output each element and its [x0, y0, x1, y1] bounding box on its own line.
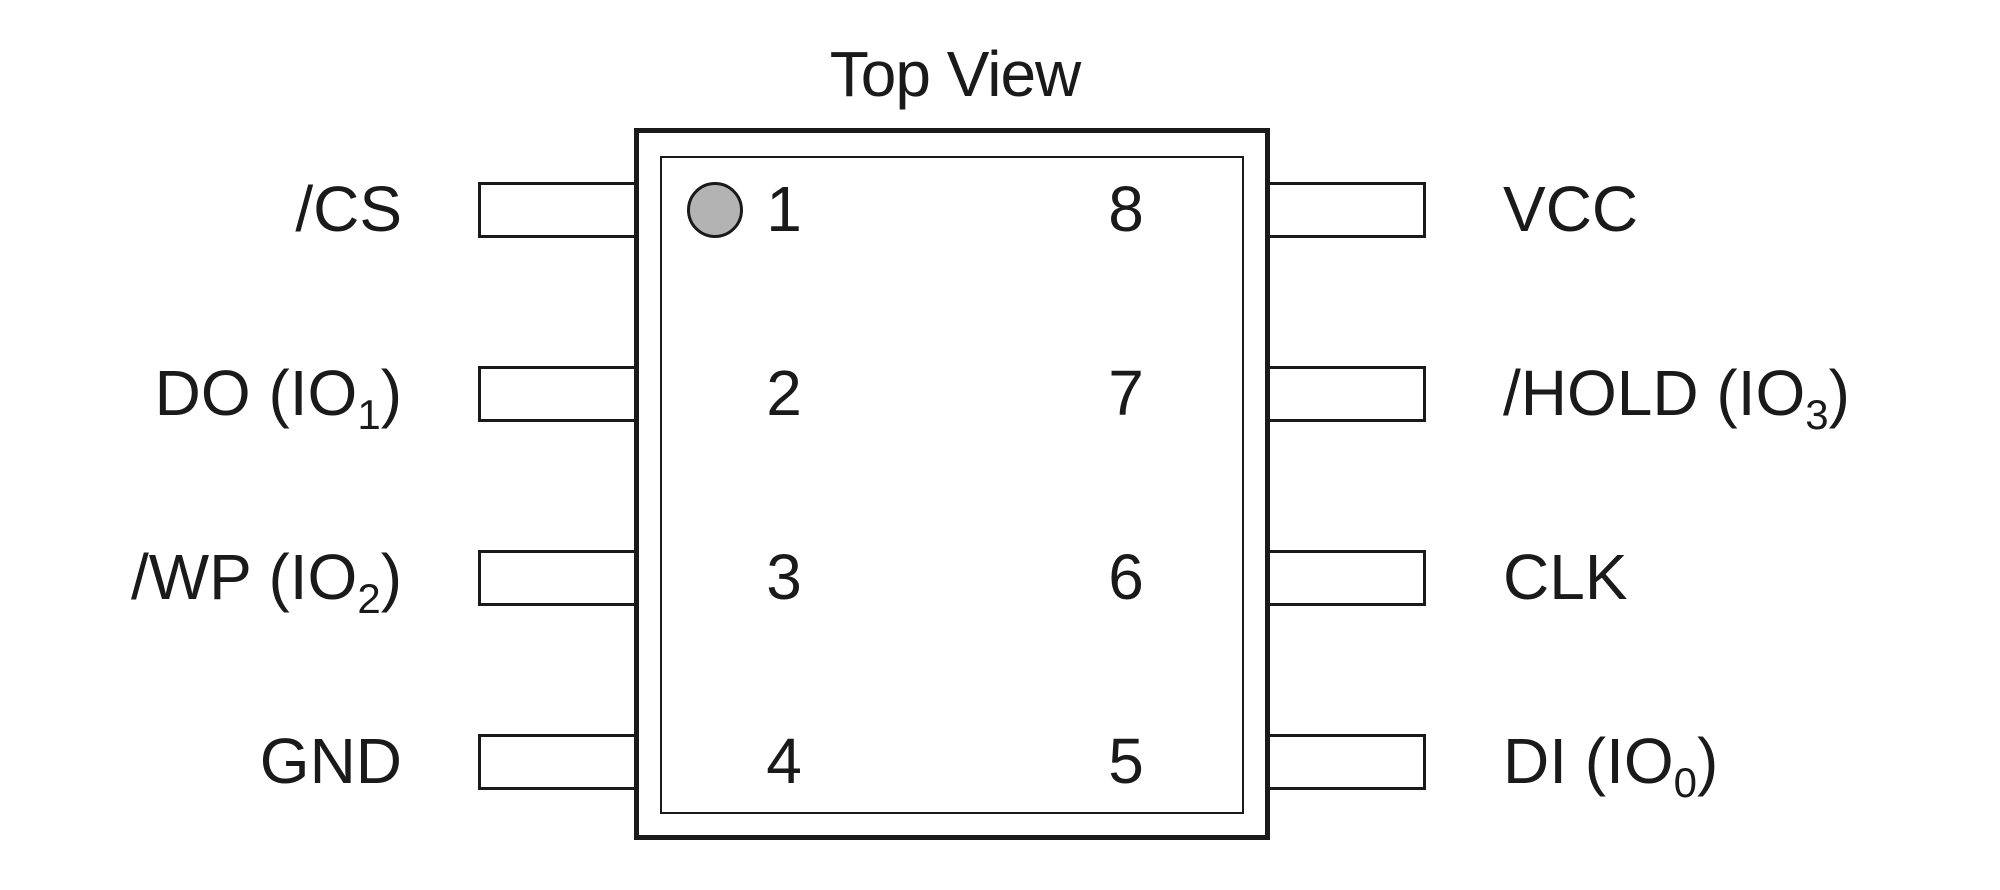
pin-number-7: 7	[1108, 357, 1144, 429]
signal-label-pin8: VCC	[1503, 173, 1638, 245]
diagram-title: Top View	[829, 38, 1082, 110]
pin-number-3: 3	[766, 541, 802, 613]
pin-lead-6	[1270, 550, 1426, 606]
pin-lead-7	[1270, 366, 1426, 422]
signal-name: VCC	[1503, 173, 1639, 245]
signal-label-pin7: /HOLD (IO3)	[1503, 357, 1850, 436]
signal-name: CLK	[1503, 541, 1628, 613]
pin-lead-5	[1270, 734, 1426, 790]
pin-number-8: 8	[1108, 173, 1144, 245]
signal-label-pin2: DO (IO1)	[154, 357, 402, 436]
signal-label-pin5: DI (IO0)	[1503, 725, 1719, 804]
signal-close-paren: )	[380, 541, 402, 613]
chip-package-outline	[634, 128, 1270, 840]
signal-name: /WP (IO	[130, 541, 358, 613]
pin-number-2: 2	[766, 357, 802, 429]
signal-subscript: 2	[357, 575, 381, 622]
pin-number-5: 5	[1108, 725, 1144, 797]
pin-lead-8	[1270, 182, 1426, 238]
signal-label-pin3: /WP (IO2)	[130, 541, 402, 620]
signal-name: DI (IO	[1503, 725, 1674, 797]
signal-close-paren: )	[1828, 357, 1850, 429]
pin1-indicator-dot	[687, 182, 743, 238]
signal-label-pin1: /CS	[295, 173, 402, 245]
signal-subscript: 1	[357, 391, 381, 438]
chip-package-inner-outline	[660, 156, 1244, 814]
signal-label-pin4: GND	[260, 725, 402, 797]
pin-lead-3	[478, 550, 634, 606]
pin-lead-2	[478, 366, 634, 422]
signal-subscript: 3	[1805, 391, 1829, 438]
signal-subscript: 0	[1673, 759, 1698, 806]
pin-lead-1	[478, 182, 634, 238]
signal-name: /CS	[295, 173, 402, 245]
pin-number-4: 4	[766, 725, 802, 797]
pin-lead-4	[478, 734, 634, 790]
signal-name: /HOLD (IO	[1503, 357, 1806, 429]
signal-close-paren: )	[380, 357, 402, 429]
signal-name: DO (IO	[154, 357, 358, 429]
signal-close-paren: )	[1697, 725, 1719, 797]
signal-name: GND	[259, 725, 402, 797]
pin-number-6: 6	[1108, 541, 1144, 613]
signal-label-pin6: CLK	[1503, 541, 1628, 613]
pin-number-1: 1	[766, 173, 802, 245]
